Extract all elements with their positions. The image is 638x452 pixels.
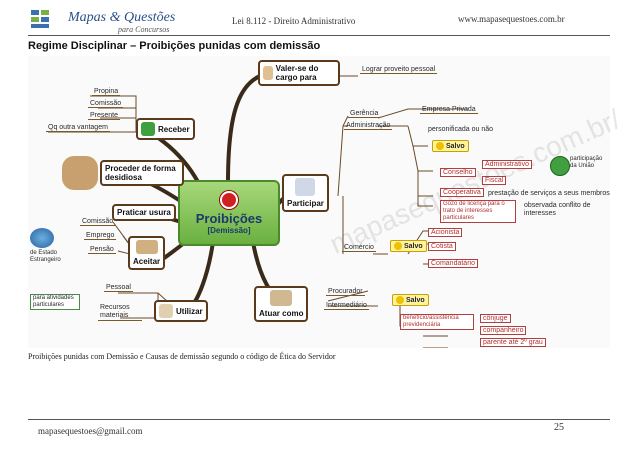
branch-participar: Participar (282, 174, 329, 212)
participacao-uniao: participação da União (570, 156, 603, 169)
prestacao: prestação de serviços a seus membros (488, 190, 610, 197)
center-subtitle: [Demissão] (207, 226, 251, 235)
gift-icon (141, 122, 155, 136)
parente-segundo-grau: parente até 2º grau (480, 338, 546, 347)
personificada: personificada ou não (428, 126, 493, 133)
salvo-badge-atuar: Salvo (392, 294, 429, 306)
logo (30, 8, 56, 30)
mindmap: mapasequestoes.com.br/ (28, 56, 625, 348)
header-rule (28, 35, 610, 36)
stop-icon (220, 191, 238, 209)
utilizar-note: para atividades particulares (30, 294, 80, 310)
parente-companheiro: companheiro (480, 326, 527, 335)
empresa-privada: Empresa Privada (420, 106, 478, 114)
administrativo: Administrativo (482, 160, 532, 169)
branch-usura: Praticar usura (112, 204, 176, 221)
logo-subtitle: para Concursos (118, 25, 170, 34)
salvo-badge-comercio: Salvo (390, 240, 427, 252)
utilizar-item-recursos: Recursos materiais (98, 304, 142, 321)
administracao: Administração (344, 122, 393, 130)
conselho: Conselho (440, 168, 476, 177)
branch-valer: Valer-se do cargo para (258, 60, 340, 86)
fiscal: Fiscal (482, 176, 507, 185)
logo-title: Mapas & Questões (68, 10, 176, 25)
page-number: 25 (554, 422, 564, 433)
handshake-icon (135, 240, 158, 254)
branch-aceitar: Aceitar (128, 236, 166, 270)
person-thinking-icon (263, 66, 273, 80)
atuar-item-intermediario: Intermediário (324, 302, 369, 310)
comercio-item-cotista: Cotista (428, 242, 456, 251)
comercio-item-acionista: Acionista (428, 228, 463, 237)
comercio: Comércio (342, 244, 376, 252)
salvo-badge-empresa: Salvo (432, 140, 469, 152)
gozo-licenca: Gozo de licença para o trato de interess… (440, 200, 516, 223)
logo-icon (31, 10, 49, 28)
beneficio: benefício/assistência previdenciária (400, 314, 474, 330)
page-title: Regime Disciplinar – Proibições punidas … (28, 40, 321, 52)
receber-item-presente: Presente (88, 112, 121, 120)
footer-email: mapasequestoes@gmail.com (38, 426, 143, 436)
aceitar-item-comissao: Comissão (80, 218, 116, 226)
receber-item-qq-outra: Qq outra vantagem (46, 124, 110, 132)
comercio-item-comandatario: Comandatário (428, 259, 478, 268)
branch-valer-label: Valer-se do cargo para (275, 64, 319, 82)
sloth-icon (62, 156, 98, 190)
caption: Proibições punidas com Demissão e Causas… (28, 352, 336, 361)
pen-icon (159, 304, 173, 318)
branch-atuar: Atuar como (254, 286, 309, 322)
lawyer-icon (270, 290, 293, 306)
aceitar-item-emprego: Emprego (84, 232, 117, 240)
gerencia: Gerência (348, 110, 381, 118)
header-website: www.mapasequestoes.com.br (458, 14, 565, 24)
observada: observada conflito de interesses (524, 202, 591, 217)
lograr-proveito: Lograr proveito pessoal (360, 66, 438, 74)
globe-icon (30, 228, 54, 248)
center-title: Proibições (195, 211, 263, 226)
receber-item-comissao: Comissão (88, 100, 124, 108)
atuar-item-procurador: Procurador (326, 288, 365, 296)
aceitar-note: de Estado Estrangeiro (30, 250, 61, 263)
utilizar-item-pessoal: Pessoal (104, 284, 133, 292)
parente-conjuge: cônjuge (480, 314, 511, 323)
branch-desidiosa: Proceder de forma desidiosa (100, 160, 184, 186)
branch-utilizar: Utilizar (154, 300, 208, 322)
brazil-seal-icon (550, 156, 570, 176)
cooperativa: Cooperativa (440, 188, 484, 197)
person-icon (295, 178, 316, 196)
aceitar-item-pensao: Pensão (88, 246, 116, 254)
branch-receber: Receber (136, 118, 195, 140)
header-center-text: Lei 8.112 - Direito Administrativo (232, 16, 356, 26)
receber-item-propina: Propina (92, 88, 121, 96)
center-node: Proibições [Demissão] (178, 180, 280, 246)
footer-rule (28, 419, 610, 420)
salvo-icon (436, 142, 444, 150)
